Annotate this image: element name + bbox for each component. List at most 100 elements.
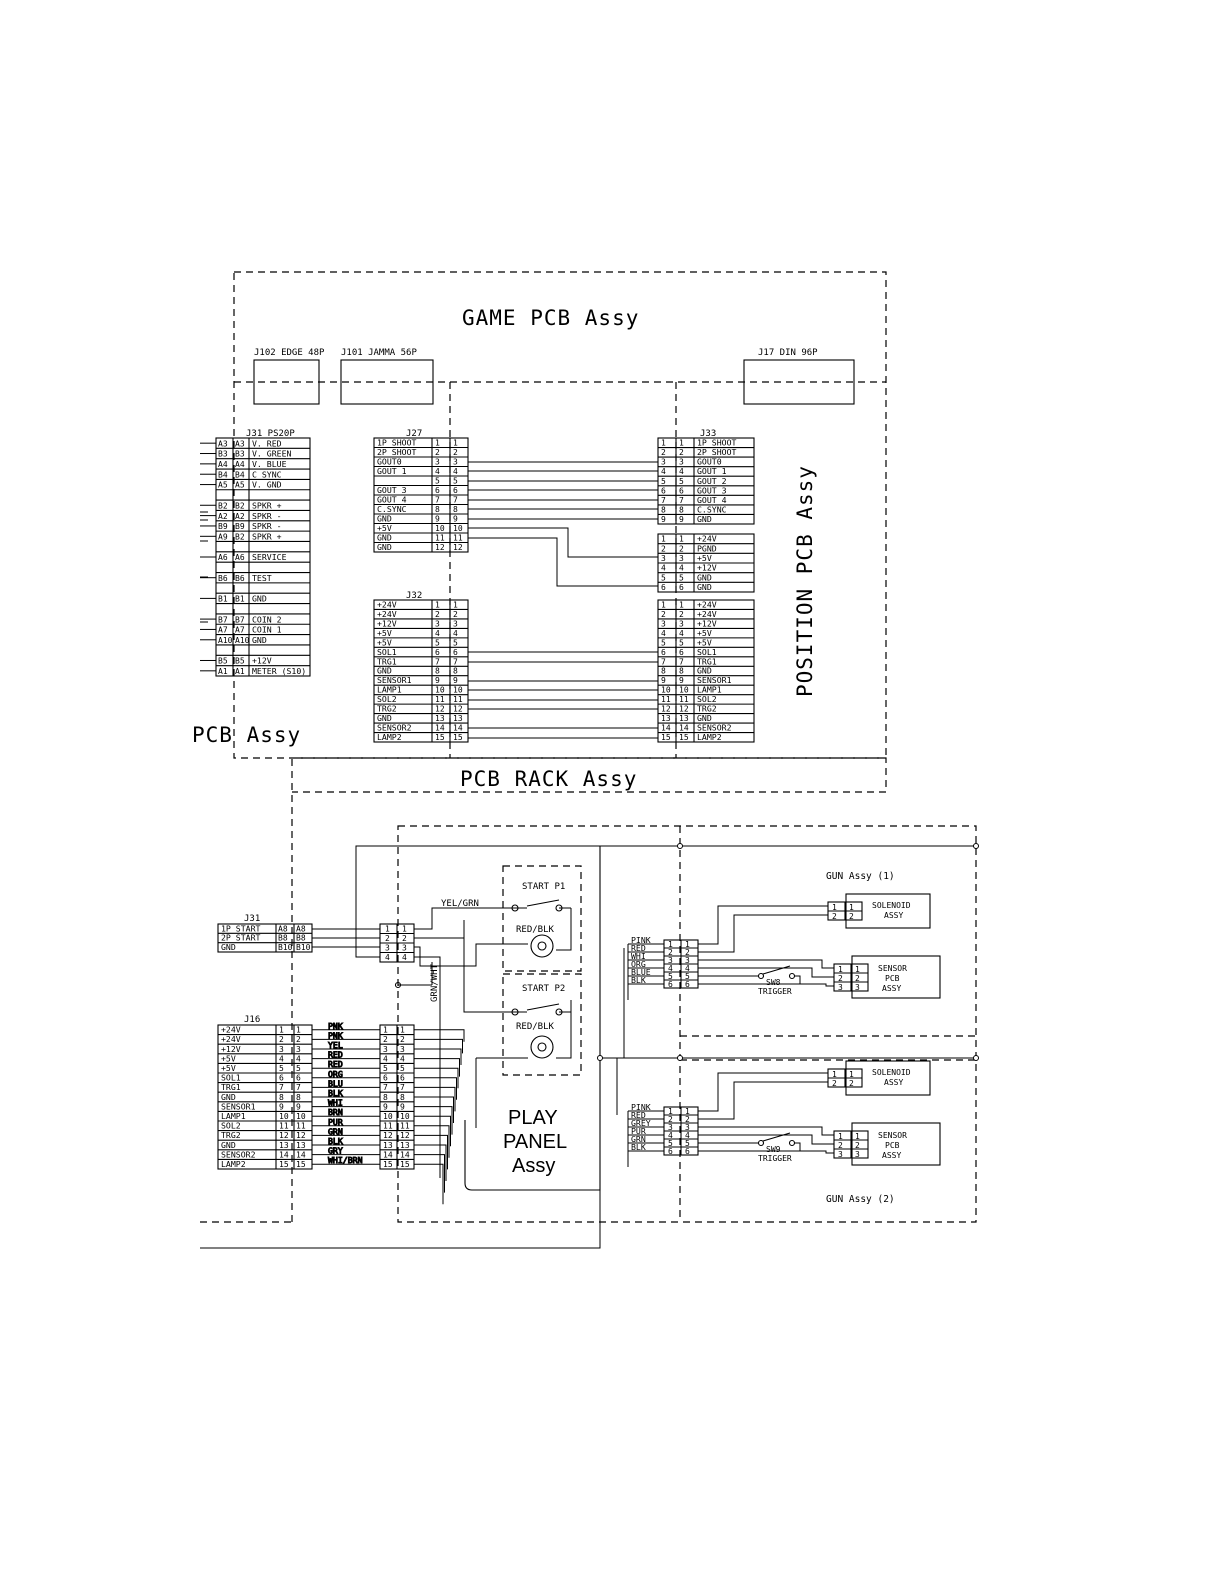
j102-connector [253, 359, 320, 405]
j27-pin: 12 [435, 543, 445, 552]
j16-harness-wire [414, 1154, 445, 1193]
j16-harness-wire [414, 1163, 444, 1205]
j31-pin-a: A1 [218, 667, 228, 676]
j16-pin-mate: 14 [296, 1150, 306, 1159]
j33-signal: GOUT 1 [697, 466, 727, 476]
gun2-trigger-terminal [757, 1139, 765, 1147]
position-power-pin: 4 [661, 564, 666, 573]
j16-pin-mate: 6 [296, 1074, 301, 1083]
j16-pin-mate: 12 [296, 1131, 306, 1140]
j33-pin: 1 [661, 439, 666, 448]
j16-pin: 1 [279, 1026, 284, 1035]
gun2-solenoid-label: SOLENOID [872, 1068, 911, 1077]
j27-signal: GOUT0 [377, 457, 402, 467]
j16-wire-color: PNK [328, 1021, 343, 1031]
j33-pin-mate: 9 [679, 515, 684, 524]
j31-title: J31 PS20P [246, 429, 295, 439]
position-j32-pin-mate: 3 [679, 619, 684, 628]
gun2-wire-color: PINK [631, 1102, 651, 1112]
j32-signal: TRG2 [377, 704, 397, 714]
j31-signal: COIN 1 [252, 625, 282, 635]
j31-pin-a: A4 [218, 460, 228, 469]
gun1-sensor-wire [698, 959, 834, 969]
j16-harness-pin: 6 [383, 1074, 388, 1083]
j16-signal: GND [221, 1092, 236, 1102]
start-p1-lamp [530, 934, 554, 958]
gun1-sensor-pin: 1 [838, 965, 843, 974]
gun2-sol-pin-mate: 1 [849, 1070, 854, 1079]
j31-pin-b: B3 [235, 450, 245, 459]
j31-pin-b: B2 [235, 532, 245, 541]
play-panel-title-3: Assy [512, 1155, 555, 1177]
position-j32-pin-mate: 10 [679, 686, 689, 695]
j16-pin: 4 [279, 1054, 284, 1063]
j16-pin-mate: 1 [296, 1026, 301, 1035]
position-j32-pin-mate: 15 [679, 733, 689, 742]
j32-signal: LAMP1 [377, 685, 402, 695]
j16-pin: 12 [279, 1131, 289, 1140]
harness-pin-mate: 1 [402, 925, 407, 934]
j32-signal: TRG1 [377, 656, 397, 666]
j16-harness-pin-mate: 12 [400, 1131, 410, 1140]
position-power-pin-mate: 5 [679, 573, 684, 582]
position-j32-pin: 11 [661, 695, 671, 704]
j16-signal: +5V [221, 1053, 236, 1063]
j31-pin-a: A9 [218, 532, 228, 541]
j32-pin: 7 [435, 657, 440, 666]
harness-pin-mate: 4 [402, 953, 407, 962]
j32-signal: +5V [377, 637, 392, 647]
j31-signal: V. GREEN [252, 449, 292, 459]
j31-pin-a: B1 [218, 595, 228, 604]
gun1-trigger-terminal [757, 972, 765, 980]
j31-pin-a: B9 [218, 522, 228, 531]
j16-signal: TRG2 [221, 1130, 241, 1140]
j27-signal: GOUT 1 [377, 466, 407, 476]
harness-pin-mate: 2 [402, 934, 407, 943]
start-p1-box [502, 865, 582, 972]
j32-pin-mate: 14 [453, 724, 463, 733]
position-j32-pin: 3 [661, 619, 666, 628]
j33-pin-mate: 8 [679, 505, 684, 514]
gun1-pin: 5 [668, 972, 673, 981]
j16-harness-pin-mate: 5 [400, 1064, 405, 1073]
j32-signal: +12V [377, 618, 397, 628]
j31-pin-b: B7 [235, 615, 245, 624]
j16-harness-pin: 13 [383, 1141, 393, 1150]
position-power-signal: GND [697, 582, 712, 592]
j32-pin: 9 [435, 676, 440, 685]
j27-title: J27 [406, 429, 422, 439]
position-j32-pin-mate: 9 [679, 676, 684, 685]
j27-pin: 10 [435, 524, 445, 533]
j16-harness-wire [414, 1029, 465, 1042]
sw-p2-terminal-b [555, 1008, 563, 1016]
j16-harness-pin-mate: 13 [400, 1141, 410, 1150]
j16-harness-wire [414, 1048, 462, 1065]
j16-signal: SENSOR1 [221, 1101, 256, 1111]
gun1-sensor-pin-mate: 1 [855, 965, 860, 974]
j16-harness-wire [414, 1038, 463, 1054]
gun2-pin: 2 [668, 1115, 673, 1124]
gun2-sensor-wire [698, 1126, 834, 1136]
j27-pin-mate: 5 [453, 477, 458, 486]
j16-harness-pin-mate: 11 [400, 1122, 410, 1131]
position-power-pin: 6 [661, 583, 666, 592]
position-j32-pin: 12 [661, 705, 671, 714]
gun2-sensor-wire [698, 1150, 834, 1154]
gun2-wire-color: PUR [631, 1126, 646, 1136]
gun2-sensor-wire [698, 1134, 834, 1145]
j32-signal: SENSOR2 [377, 723, 412, 733]
j27-pin-mate: 3 [453, 458, 458, 467]
j33-pin-mate: 1 [679, 439, 684, 448]
j32-pin-mate: 1 [453, 600, 458, 609]
position-power-pin-mate: 3 [679, 554, 684, 563]
gun1-title: GUN Assy (1) [826, 871, 895, 882]
j16-harness-wire [414, 1086, 456, 1112]
j27-pin: 2 [435, 448, 440, 457]
position-power-pin-mate: 4 [679, 564, 684, 573]
j16-signal: SOL2 [221, 1121, 241, 1131]
j31-start-pin-b: B10 [296, 943, 311, 952]
j31-pin-a: A3 [218, 439, 228, 448]
gun1-pin: 2 [668, 948, 673, 957]
j16-pin: 2 [279, 1035, 284, 1044]
